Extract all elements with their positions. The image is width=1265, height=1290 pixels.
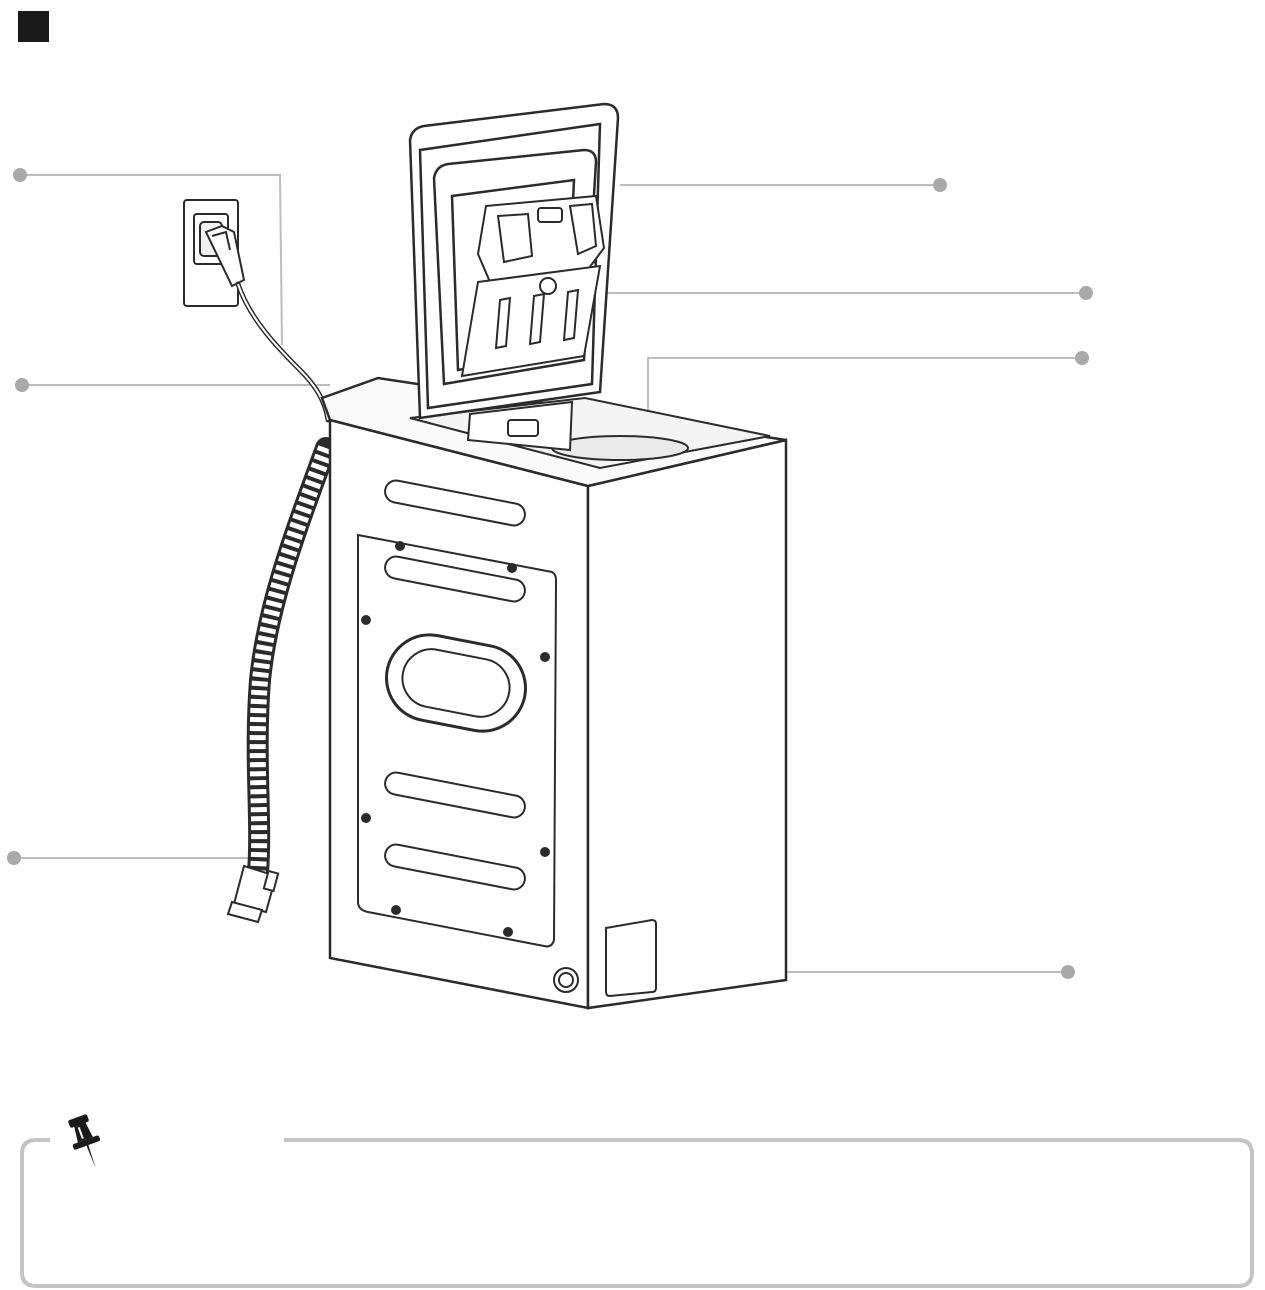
callout-line-power-plug	[20, 174, 283, 346]
rear-panel	[357, 479, 558, 948]
filter-cover	[553, 918, 657, 998]
note-border	[20, 1138, 1254, 1288]
drain-hose-end	[226, 864, 280, 924]
lid-hinge	[466, 400, 574, 452]
pushpin-icon	[68, 1114, 101, 1168]
callout-dots	[7, 168, 1093, 979]
callout-dot-lid	[933, 178, 947, 192]
callout-dot-dispenser	[1079, 286, 1093, 300]
power-plug	[204, 224, 246, 288]
callout-dot-drum	[1075, 351, 1089, 365]
callout-dot-power-cord	[15, 378, 29, 392]
section-marker	[18, 11, 49, 42]
callout-dot-drain-hose	[7, 851, 21, 865]
callout-lines	[14, 174, 1086, 973]
callout-dot-power-plug	[13, 168, 27, 182]
washing-machine-diagram	[7, 102, 1093, 1010]
callout-dot-filter	[1061, 965, 1075, 979]
detergent-dispenser	[460, 194, 606, 378]
